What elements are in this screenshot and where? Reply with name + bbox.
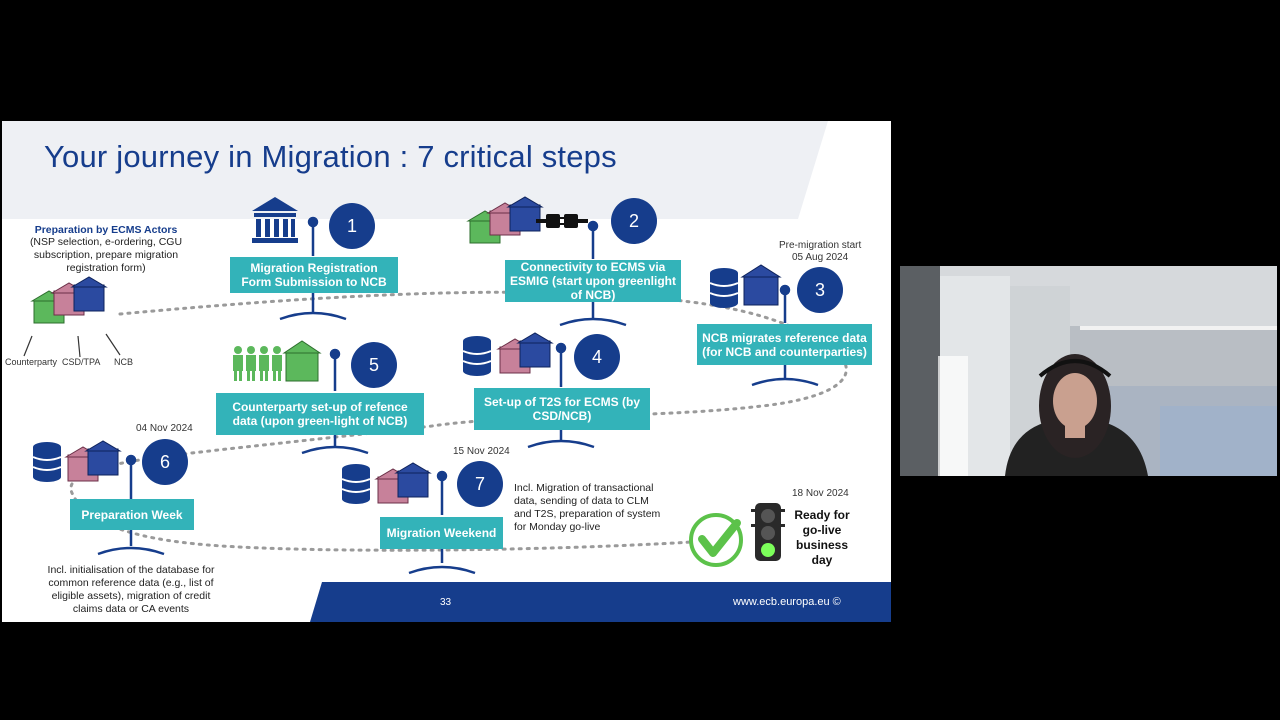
step-number: 4 [574,334,620,380]
actor-label: Counterparty [5,357,58,367]
prep-text: (NSP selection, e-ordering, CGU subscrip… [29,236,183,274]
date-label: 04 Nov 2024 [136,423,193,434]
date-label: 15 Nov 2024 [453,446,510,457]
slide-title: Your journey in Migration : 7 critical s… [44,139,617,174]
step-box: Set-up of T2S for ECMS (by CSD/NCB) [474,388,650,430]
step-box: Connectivity to ECMS via ESMIG (start up… [505,260,681,302]
video-frame [900,266,1277,476]
date-label: 05 Aug 2024 [792,252,849,263]
pin-stems [97,216,819,575]
step-box: Preparation Week [70,499,194,530]
plug-icon [536,214,588,228]
institutions-icon [374,462,432,504]
step-number: 1 [329,203,375,249]
step-box: Counterparty set-up of refence data (upo… [216,393,424,435]
step-box: Migration Registration Form Submission t… [230,257,398,293]
migration-weekend-note: Incl. Migration of transactional data, s… [514,482,661,533]
database-icon [709,268,739,308]
preparation-block: Preparation by ECMS Actors (NSP selectio… [18,224,194,275]
bank-icon [252,197,298,243]
step-number: 3 [797,267,843,313]
website-label: www.ecb.europa.eu © [733,596,841,608]
prep-title: Preparation by ECMS Actors [34,224,178,236]
header-band [2,121,828,219]
actor-label: CSD/TPA [62,357,101,367]
institutions-icon [64,440,122,482]
ready-text: Ready for go-live business day [794,508,850,567]
presentation-slide: Your journey in Migration : 7 critical s… [2,121,891,622]
step-box: NCB migrates reference data (for NCB and… [697,324,872,365]
institutions-icon [30,276,108,324]
slide-graphics [2,121,848,575]
institutions-icon [496,332,554,374]
actor-label: NCB [114,357,134,367]
premigration-label: Pre-migration start [779,240,862,251]
database-icon [462,336,492,376]
step-number: 2 [611,198,657,244]
participant-video[interactable] [900,266,1277,476]
footer-bar [310,582,891,622]
prep-week-note: Incl. initialisation of the database for… [47,564,215,615]
date-label: 18 Nov 2024 [792,488,849,499]
actor-arrows [23,333,121,358]
bank-icon [740,264,782,306]
institutions-icon [466,196,544,244]
step-number: 6 [142,439,188,485]
traffic-light-icon [751,503,785,561]
database-icon [32,442,62,482]
step-box: Migration Weekend [380,517,503,549]
database-icon [341,464,371,504]
step-number: 7 [457,461,503,507]
bank-icon [282,340,322,382]
people-icon [233,346,282,381]
step-number: 5 [351,342,397,388]
page-number: 33 [440,597,452,608]
check-icon [689,513,743,567]
